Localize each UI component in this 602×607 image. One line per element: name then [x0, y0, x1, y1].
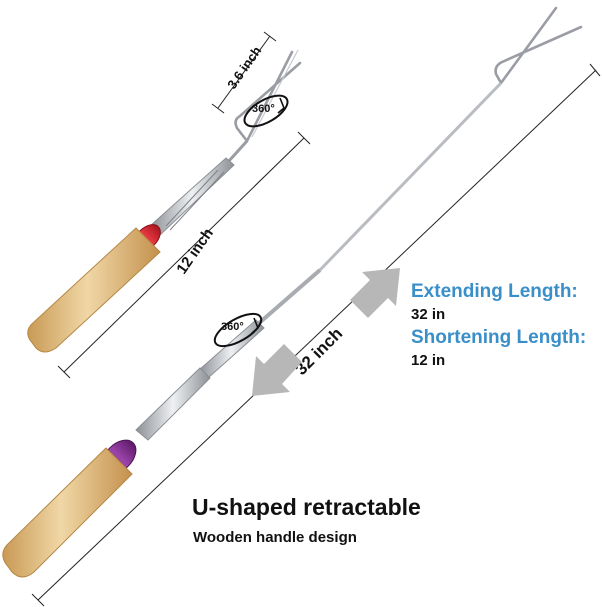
long-fork-handle — [2, 447, 133, 578]
short-length-label: 12 inch — [173, 225, 217, 277]
short-fork-rotation-indicator: 360° — [243, 94, 289, 128]
long-fork-rotation-label: 360° — [221, 321, 244, 333]
short-fork-rotation-label: 360° — [252, 103, 275, 115]
long-fork: 360° 32 inch — [2, 6, 601, 607]
long-fork-rotation-indicator: 360° — [213, 312, 263, 348]
retract-arrow-icon — [252, 344, 302, 396]
short-fork-shaft — [149, 139, 249, 236]
caption-subtitle: Wooden handle design — [193, 529, 357, 546]
short-length-dimension: 12 inch — [57, 131, 311, 379]
extend-arrow-icon — [350, 268, 400, 318]
extending-length-title: Extending Length: — [411, 281, 578, 302]
long-fork-tines — [494, 6, 583, 85]
caption-title: U-shaped retractable — [192, 494, 421, 520]
long-fork-shaft — [135, 81, 503, 441]
shortening-length-value: 12 in — [411, 352, 446, 369]
tine-length-label: 3.6 inch — [224, 43, 264, 91]
short-fork-handle — [27, 227, 161, 353]
shortening-length-title: Shortening Length: — [411, 327, 587, 348]
extending-length-value: 32 in — [411, 306, 446, 323]
short-fork: 360° 3.6 inch 12 inch — [27, 31, 311, 379]
